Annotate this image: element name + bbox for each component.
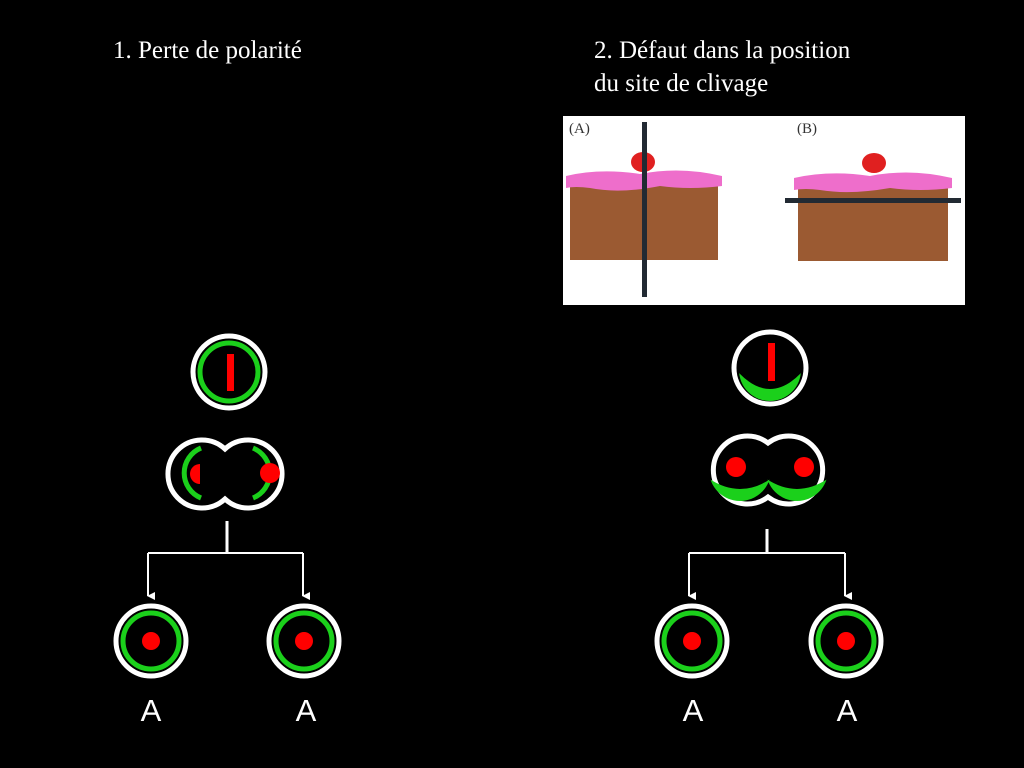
- heading-cleavage-site-defect: 2. Défaut dans la position du site de cl…: [594, 34, 934, 100]
- left-daughter-1-nucleus: [142, 632, 160, 650]
- cake-analogy-inset: (A) (B): [563, 116, 965, 305]
- left-mother-cell-spindle: [227, 354, 234, 391]
- right-dividing-cell-membrane: [710, 433, 826, 507]
- left-lineage-arrows: [147, 521, 310, 600]
- right-daughter-2-cortex: [815, 610, 877, 672]
- heading-right-line2: du site de clivage: [594, 70, 769, 97]
- right-dividing-cell-pole-left: [726, 457, 746, 477]
- scenario-loss-of-polarity: A A: [113, 333, 342, 728]
- right-dividing-cell: [709, 433, 828, 507]
- right-mother-cell-spindle: [768, 343, 775, 381]
- left-mother-cell: [190, 333, 268, 411]
- cake-a: [566, 122, 722, 297]
- left-daughter-2-nucleus: [295, 632, 313, 650]
- heading-left-text: 1. Perte de polarité: [113, 37, 302, 64]
- scenario-cleavage-site-defect: A A: [654, 329, 884, 728]
- left-daughter-1: [113, 603, 189, 679]
- cake-b-cherry: [862, 153, 886, 173]
- right-daughter-1: [654, 603, 730, 679]
- cake-b-body: [798, 186, 948, 261]
- heading-loss-of-polarity: 1. Perte de polarité: [113, 34, 302, 67]
- right-daughter-1-nucleus: [683, 632, 701, 650]
- heading-right-line1: 2. Défaut dans la position: [594, 37, 851, 64]
- right-lineage-arrows: [688, 529, 852, 600]
- right-daughter-2: [808, 603, 884, 679]
- left-dividing-cell-pole-right: [260, 463, 280, 483]
- cake-b-horizontal-cut-line: [785, 198, 961, 203]
- right-mother-cell-basal-crescent: [739, 372, 801, 401]
- cake-a-vertical-cut-line: [642, 122, 647, 297]
- left-dividing-cell-membrane: [165, 437, 285, 511]
- right-daughter-1-cortex: [661, 610, 723, 672]
- right-dividing-cell-pole-right: [794, 457, 814, 477]
- left-daughter-1-label: A: [141, 693, 162, 728]
- cake-b-icing: [794, 172, 952, 193]
- left-daughter-2-label: A: [296, 693, 317, 728]
- inset-panel-a-label: (A): [569, 121, 590, 137]
- right-mother-cell: [731, 329, 809, 407]
- left-dividing-cell-cortex-left: [181, 445, 203, 501]
- left-dividing-cell-pole-left: [190, 464, 200, 484]
- left-dividing-cell: [165, 437, 285, 511]
- left-daughter-1-cortex: [120, 610, 182, 672]
- inset-panel-b-label: (B): [797, 121, 817, 137]
- cake-b: [785, 153, 961, 261]
- left-daughter-2-cortex: [273, 610, 335, 672]
- right-daughter-2-label: A: [837, 693, 858, 728]
- right-daughter-1-label: A: [683, 693, 704, 728]
- left-daughter-2: [266, 603, 342, 679]
- left-mother-cell-uniform-cortex: [197, 340, 261, 404]
- right-daughter-2-nucleus: [837, 632, 855, 650]
